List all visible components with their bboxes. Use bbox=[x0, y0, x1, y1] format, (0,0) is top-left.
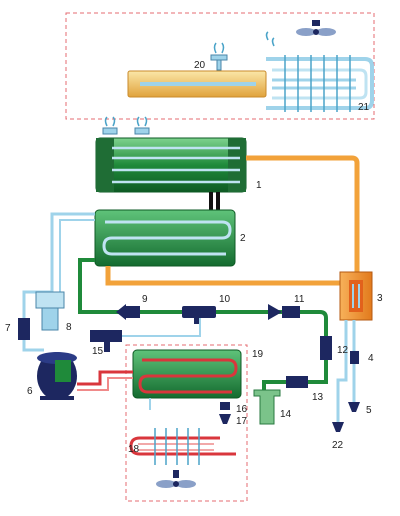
evaporator-coil bbox=[129, 428, 236, 465]
sprinkler-icon bbox=[102, 116, 118, 135]
drain-17 bbox=[219, 414, 231, 424]
connector-1-2 bbox=[209, 192, 213, 210]
check-valve-9 bbox=[116, 304, 140, 320]
cold-line bbox=[59, 219, 95, 292]
label-21: 21 bbox=[358, 102, 370, 113]
label-11: 11 bbox=[294, 294, 305, 305]
valve-15 bbox=[90, 330, 122, 352]
hot-line-return bbox=[105, 266, 340, 286]
label-4: 4 bbox=[368, 353, 374, 364]
drain-22 bbox=[332, 422, 344, 432]
label-9: 9 bbox=[142, 294, 148, 305]
label-10: 10 bbox=[219, 294, 231, 305]
label-13: 13 bbox=[312, 392, 324, 403]
label-17: 17 bbox=[236, 416, 248, 427]
label-8: 8 bbox=[66, 322, 72, 333]
sight-glass-12 bbox=[320, 336, 332, 360]
label-16: 16 bbox=[236, 404, 248, 415]
vessel-19 bbox=[132, 349, 242, 399]
vessel-1 bbox=[95, 137, 247, 193]
hot-line bbox=[246, 155, 360, 272]
connector-1-2 bbox=[216, 192, 220, 210]
label-1: 1 bbox=[256, 180, 262, 191]
sprinkler-icon bbox=[134, 116, 150, 135]
drain-5 bbox=[348, 402, 360, 412]
filter-10 bbox=[182, 306, 216, 324]
fan-icon bbox=[296, 20, 336, 36]
cold-line bbox=[50, 212, 95, 292]
label-5: 5 bbox=[366, 405, 372, 416]
cooling-coil bbox=[265, 31, 374, 112]
label-12: 12 bbox=[337, 345, 349, 356]
cold-line bbox=[122, 318, 201, 337]
cold-line bbox=[336, 320, 348, 422]
label-6: 6 bbox=[27, 386, 33, 397]
separator-8 bbox=[35, 291, 65, 331]
evaporator-frame bbox=[125, 344, 248, 502]
tank-3 bbox=[339, 271, 373, 321]
valve-4 bbox=[350, 351, 359, 364]
label-18: 18 bbox=[128, 444, 140, 455]
discharge-line bbox=[77, 377, 133, 391]
pump-14 bbox=[253, 380, 286, 425]
valve-16 bbox=[220, 402, 230, 410]
discharge-line bbox=[77, 370, 133, 386]
sprinkler-icon bbox=[210, 42, 228, 71]
expansion-valve-11 bbox=[268, 304, 300, 320]
dryer-13 bbox=[286, 376, 308, 388]
label-22: 22 bbox=[332, 440, 344, 451]
label-3: 3 bbox=[377, 293, 383, 304]
label-19: 19 bbox=[252, 349, 264, 360]
valve-7 bbox=[18, 318, 30, 340]
label-15: 15 bbox=[92, 346, 104, 357]
compressor-icon bbox=[37, 352, 77, 400]
label-2: 2 bbox=[240, 233, 246, 244]
label-7: 7 bbox=[5, 323, 11, 334]
fan-icon bbox=[156, 470, 196, 488]
label-14: 14 bbox=[280, 409, 292, 420]
vessel-2 bbox=[94, 209, 236, 267]
label-20: 20 bbox=[194, 60, 206, 71]
